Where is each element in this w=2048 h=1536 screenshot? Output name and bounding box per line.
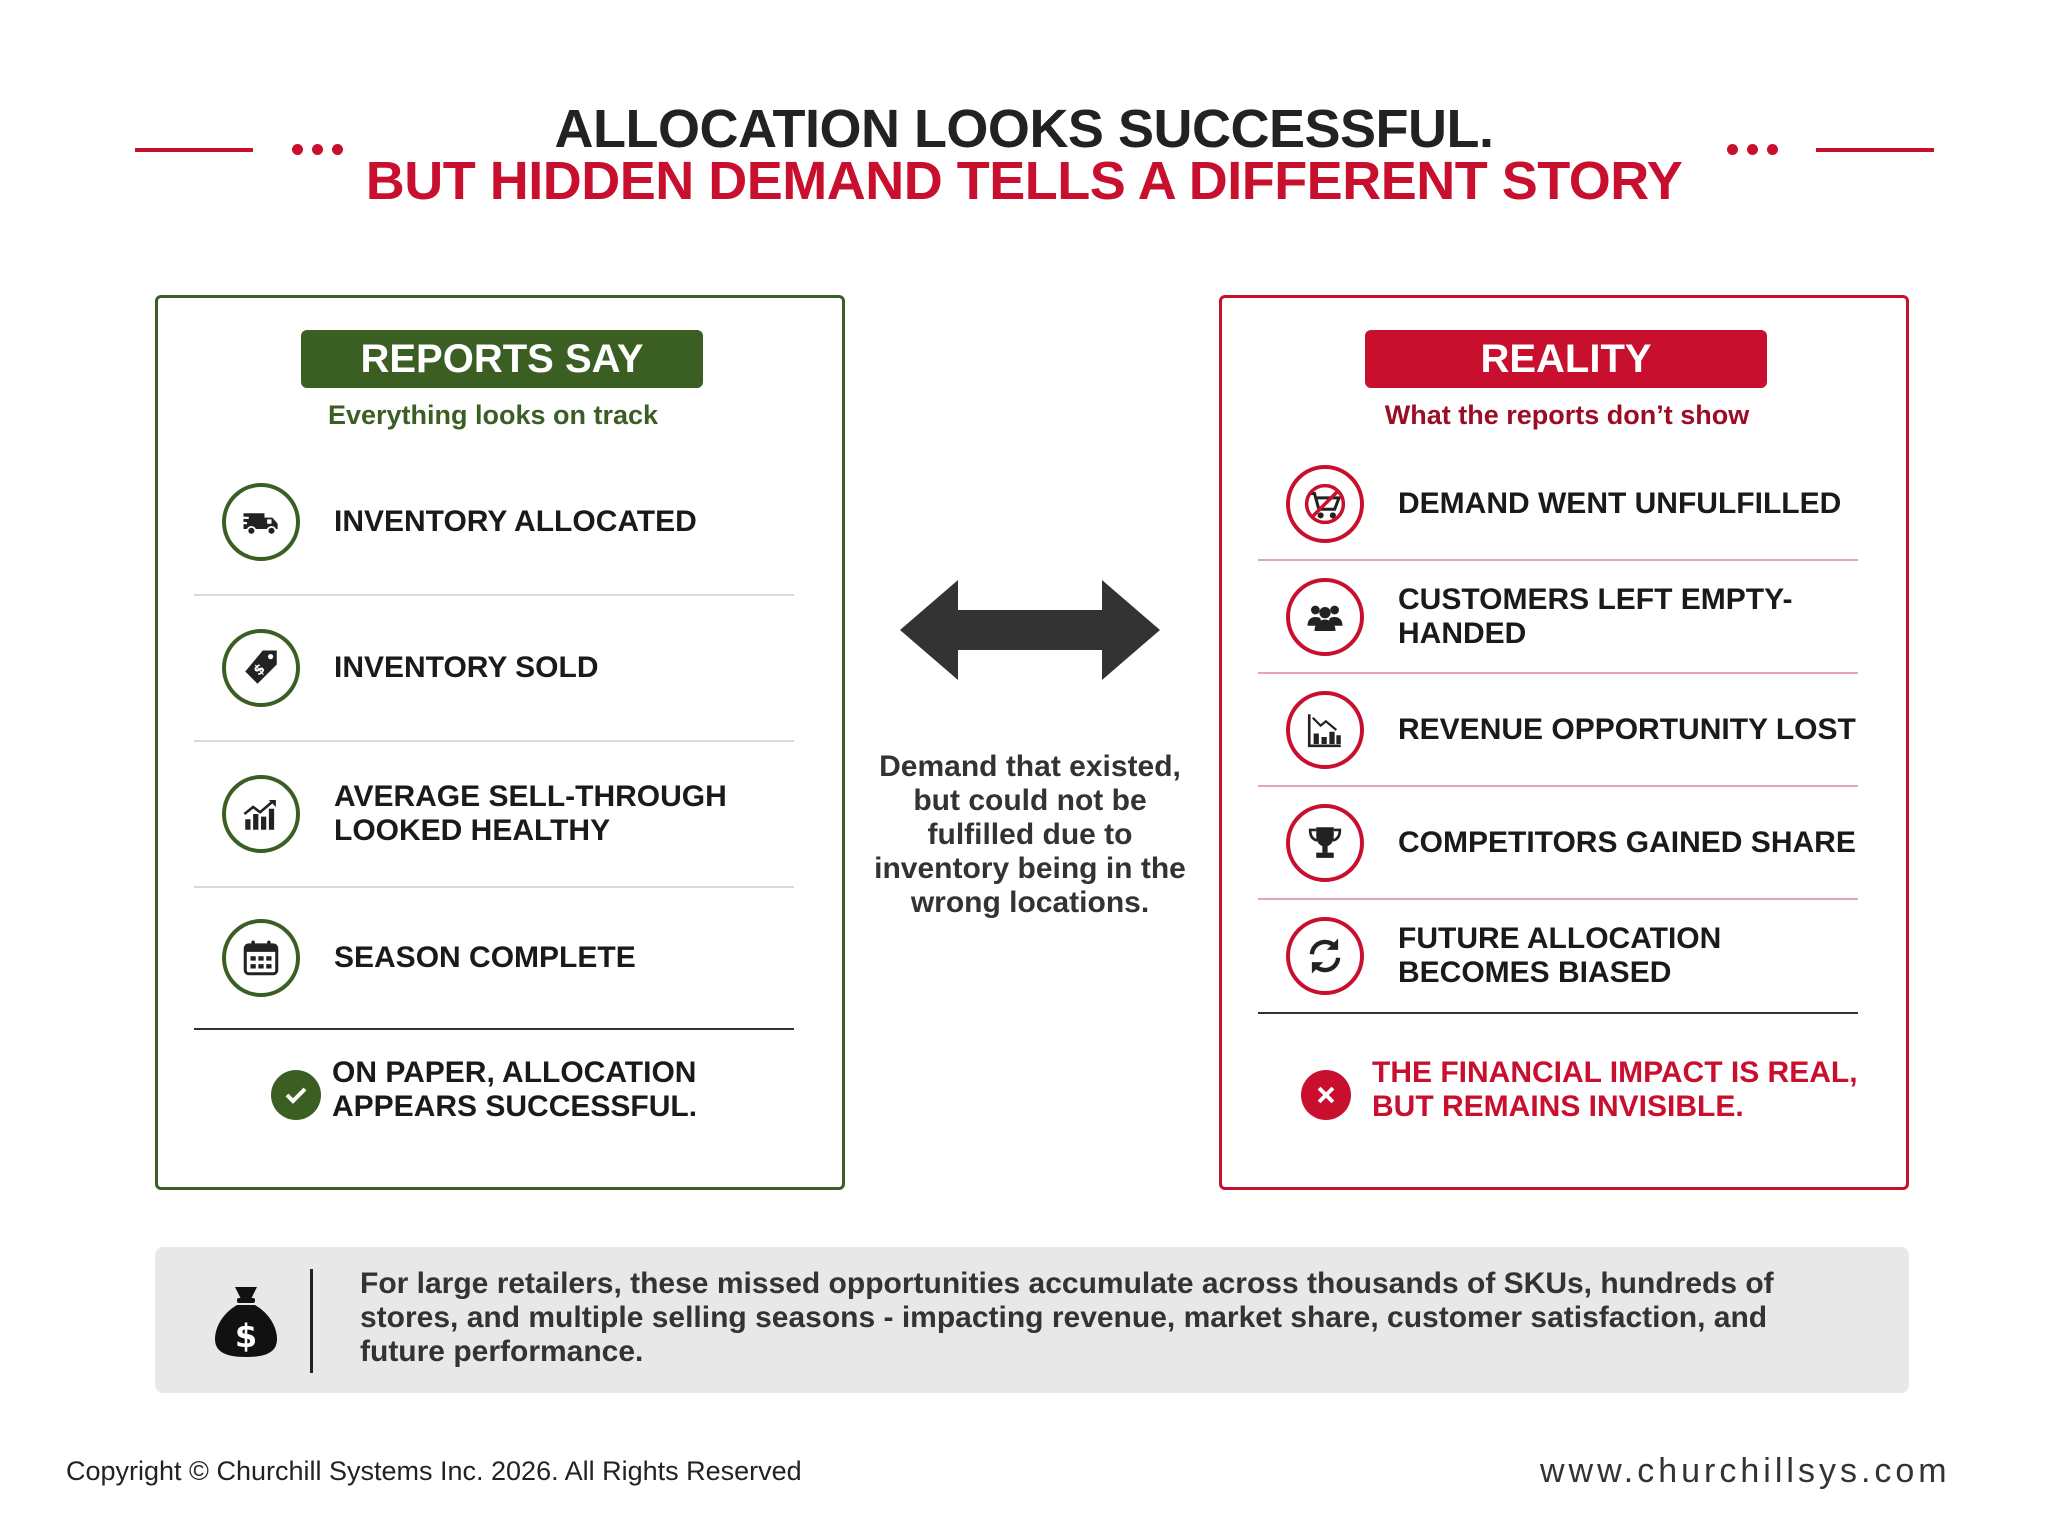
price-tag-icon: $ xyxy=(222,629,300,707)
reports-say-subtitle: Everything looks on track xyxy=(327,400,659,430)
item-label: REVENUE OPPORTUNITY LOST xyxy=(1398,712,1856,746)
list-item: SEASON COMPLETE xyxy=(194,888,794,1030)
growth-chart-icon xyxy=(222,775,300,853)
reality-subtitle: What the reports don’t show xyxy=(1384,400,1750,430)
header-dots-right xyxy=(1727,144,1778,155)
reality-footer-text: THE FINANCIAL IMPACT IS REAL, BUT REMAIN… xyxy=(1372,1056,1858,1123)
list-item: INVENTORY ALLOCATED xyxy=(194,450,794,596)
calendar-icon xyxy=(222,919,300,997)
list-item: AVERAGE SELL-THROUGH LOOKED HEALTHY xyxy=(194,742,794,888)
item-label: COMPETITORS GAINED SHARE xyxy=(1398,825,1856,859)
item-label: INVENTORY SOLD xyxy=(334,651,599,684)
list-item: CUSTOMERS LEFT EMPTY-HANDED xyxy=(1258,561,1858,674)
list-item: COMPETITORS GAINED SHARE xyxy=(1258,787,1858,900)
item-label: FUTURE ALLOCATION BECOMES BIASED xyxy=(1398,922,1722,989)
check-icon xyxy=(271,1070,321,1120)
no-cart-icon xyxy=(1286,464,1364,543)
svg-text:$: $ xyxy=(235,1317,257,1355)
item-label: INVENTORY ALLOCATED xyxy=(334,505,697,538)
double-arrow-icon xyxy=(900,580,1160,680)
x-icon xyxy=(1301,1070,1351,1120)
refresh-icon xyxy=(1286,917,1364,995)
list-item: REVENUE OPPORTUNITY LOST xyxy=(1258,674,1858,787)
center-explanation: Demand that existed, but could not be fu… xyxy=(874,750,1186,919)
reports-say-panel: REPORTS SAY Everything looks on track IN… xyxy=(155,295,845,1190)
item-label: CUSTOMERS LEFT EMPTY-HANDED xyxy=(1398,582,1793,650)
item-label: SEASON COMPLETE xyxy=(334,941,636,974)
list-item: $ INVENTORY SOLD xyxy=(194,596,794,742)
reports-say-badge: REPORTS SAY xyxy=(301,330,703,388)
declining-chart-icon xyxy=(1286,690,1364,769)
reality-panel: REALITY What the reports don’t show DEMA… xyxy=(1219,295,1909,1190)
people-icon xyxy=(1286,577,1364,656)
banner-divider xyxy=(310,1269,313,1373)
list-item: FUTURE ALLOCATION BECOMES BIASED xyxy=(1258,900,1858,1014)
header-dots-left xyxy=(292,144,343,155)
website-link[interactable]: www.churchillsys.com xyxy=(1540,1452,1951,1490)
trophy-icon xyxy=(1286,803,1364,882)
header-rule-left xyxy=(135,148,253,152)
banner-text: For large retailers, these missed opport… xyxy=(360,1267,1774,1368)
title-line-2: BUT HIDDEN DEMAND TELLS A DIFFERENT STOR… xyxy=(365,151,1683,211)
title-line-1: ALLOCATION LOOKS SUCCESSFUL. xyxy=(554,99,1495,159)
reality-badge: REALITY xyxy=(1365,330,1767,388)
header: ALLOCATION LOOKS SUCCESSFUL. BUT HIDDEN … xyxy=(0,100,2048,210)
reports-say-footer-text: ON PAPER, ALLOCATION APPEARS SUCCESSFUL. xyxy=(332,1056,698,1123)
summary-banner: $ For large retailers, these missed oppo… xyxy=(155,1247,1909,1393)
reports-say-list: INVENTORY ALLOCATED $ INVENTORY SOLD AVE… xyxy=(194,450,794,1030)
reality-list: DEMAND WENT UNFULFILLED CUSTOMERS LEFT E… xyxy=(1258,448,1858,1014)
money-bag-icon: $ xyxy=(215,1287,277,1357)
copyright: Copyright © Churchill Systems Inc. 2026.… xyxy=(66,1456,802,1486)
header-rule-right xyxy=(1816,148,1934,152)
list-item: DEMAND WENT UNFULFILLED xyxy=(1258,448,1858,561)
item-label: DEMAND WENT UNFULFILLED xyxy=(1398,486,1842,520)
delivery-truck-icon xyxy=(222,483,300,561)
item-label: AVERAGE SELL-THROUGH LOOKED HEALTHY xyxy=(334,780,727,847)
